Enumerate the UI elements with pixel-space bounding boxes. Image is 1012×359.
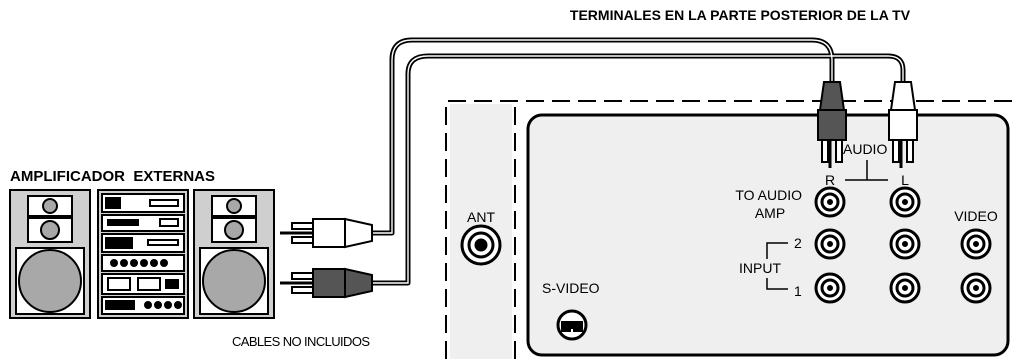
- audio-label: AUDIO: [843, 141, 887, 157]
- diagram-title: TERMINALES EN LA PARTE POSTERIOR DE LA T…: [570, 7, 911, 23]
- svideo-jack-icon: [556, 309, 588, 341]
- coax-jack-icon: [460, 224, 502, 266]
- input-2-video-jack: [960, 228, 992, 260]
- rca-jack-icon: [889, 228, 921, 260]
- left-channel-label: L: [901, 172, 909, 188]
- input-1-audio-right-jack: [814, 272, 846, 304]
- input-1-label: 1: [794, 283, 802, 299]
- to-audio-amp-label-line1: TO AUDIO: [735, 187, 802, 203]
- audio-bracket: [845, 160, 888, 181]
- terminal-panel: [526, 113, 1010, 357]
- audio-amp-right-jack: [814, 186, 846, 218]
- input-bracket: [766, 242, 788, 290]
- speaker-icon: [193, 189, 275, 319]
- rca-jack-icon: [814, 228, 846, 260]
- rca-jack-icon: [889, 186, 921, 218]
- cables-note: CABLES NO INCLUIDOS: [232, 334, 370, 349]
- rca-jack-icon: [960, 228, 992, 260]
- input-2-audio-right-jack: [814, 228, 846, 260]
- right-channel-label: R: [825, 172, 835, 188]
- svideo-label: S-VIDEO: [542, 280, 600, 296]
- input-2-label: 2: [794, 235, 802, 251]
- ant-label: ANT: [467, 209, 495, 225]
- rca-plug-icon: [280, 217, 373, 249]
- rca-plug-icon: [817, 81, 847, 168]
- rca-jack-icon: [814, 272, 846, 304]
- audio-amp-left-jack: [889, 186, 921, 218]
- video-label: VIDEO: [954, 208, 998, 224]
- input-1-video-jack: [960, 272, 992, 304]
- input-label: INPUT: [739, 260, 781, 276]
- input-1-audio-left-jack: [889, 272, 921, 304]
- rca-plug-icon: [888, 81, 918, 168]
- rca-plug-icon: [280, 267, 373, 299]
- rca-jack-icon: [814, 186, 846, 218]
- input-2-audio-left-jack: [889, 228, 921, 260]
- speaker-icon: [9, 189, 91, 319]
- stereo-rack-icon: [97, 189, 189, 319]
- to-audio-amp-label-line2: AMP: [755, 205, 785, 221]
- rca-jack-icon: [889, 272, 921, 304]
- rca-jack-icon: [960, 272, 992, 304]
- equipment-label: AMPLIFICADOR EXTERNAS: [10, 168, 215, 185]
